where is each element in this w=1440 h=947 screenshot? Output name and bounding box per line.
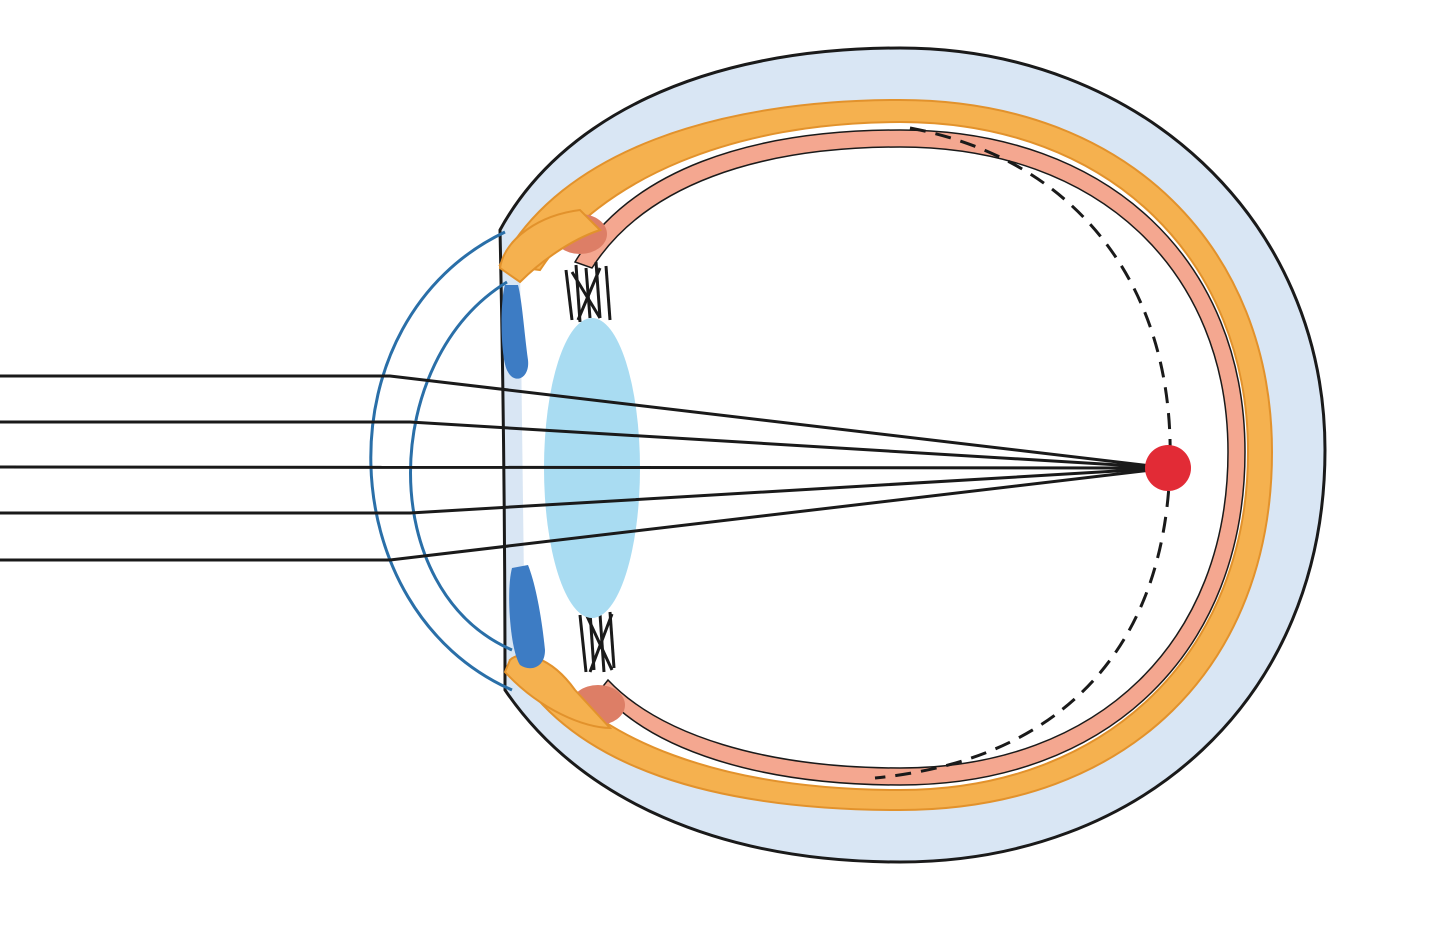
focal-point — [1145, 445, 1191, 491]
light-ray — [0, 374, 1169, 470]
zonule-fibers-bottom — [578, 611, 616, 673]
light-ray — [0, 466, 1169, 562]
light-ray — [0, 465, 1169, 470]
iris-top — [501, 285, 529, 379]
cornea-inner — [409, 280, 513, 652]
zonule-fibers-top — [564, 261, 612, 323]
normal-retina-outline — [874, 126, 1172, 780]
cornea-outer — [369, 230, 513, 692]
light-rays — [0, 374, 1169, 562]
light-ray — [0, 466, 1169, 515]
vitreous-region — [520, 105, 1268, 810]
light-ray — [0, 420, 1169, 470]
ciliary-lobe-top — [498, 208, 602, 284]
iris-bottom — [509, 565, 545, 669]
